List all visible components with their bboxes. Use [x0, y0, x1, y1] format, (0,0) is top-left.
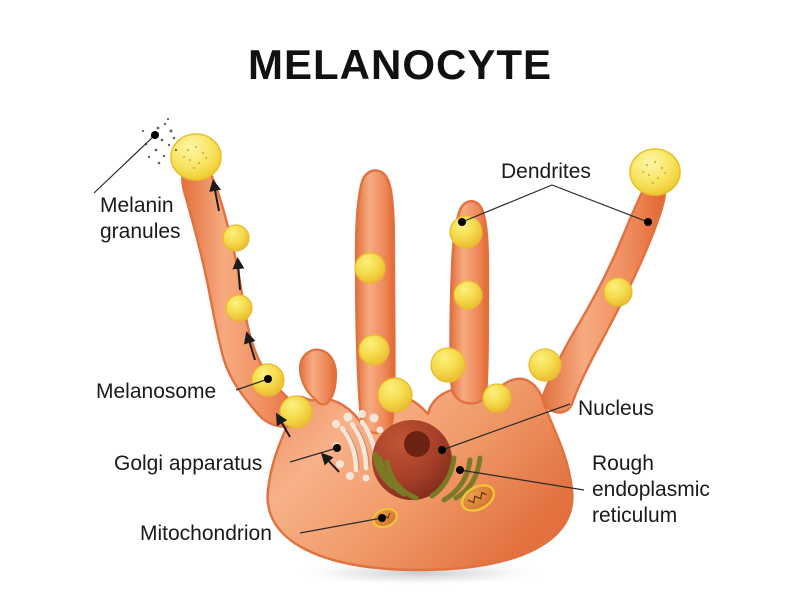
melanosomes	[222, 215, 633, 429]
melanosome	[603, 277, 633, 307]
melanosome	[225, 294, 253, 322]
nucleolus	[404, 431, 430, 457]
melanosome	[279, 395, 313, 429]
granule-tip-left	[170, 133, 222, 181]
leader-dot-dendrite-right	[644, 218, 652, 226]
melanosome	[358, 334, 390, 366]
rough-endoplasmic-reticulum-organelle	[372, 451, 483, 503]
melanosome	[482, 383, 512, 413]
label-rough-endoplasmic-reticulum: Rough endoplasmic reticulum	[592, 452, 716, 527]
melanosome	[430, 347, 466, 383]
granule-tip-right	[629, 148, 681, 196]
melanosome-transport-arrows	[209, 179, 340, 473]
granule-tip-speckles	[182, 145, 667, 185]
granule-tips	[170, 133, 681, 196]
leader-dot-rough-er	[456, 466, 464, 474]
melanosome	[377, 377, 413, 413]
melanosome	[528, 348, 562, 382]
leader-melanosome	[235, 378, 269, 391]
leader-dot-golgi-apparatus	[333, 444, 341, 452]
melanocyte-cell	[141, 117, 681, 572]
leader-golgi-apparatus	[289, 447, 338, 463]
leader-lines	[93, 131, 652, 534]
leader-dendrites	[461, 184, 649, 223]
label-mitochondrion: Mitochondrion	[140, 522, 272, 545]
dendrite-center-left	[354, 169, 396, 435]
label-dendrites: Dendrites	[501, 160, 591, 183]
melanosome	[222, 224, 250, 252]
leader-mitochondrion	[299, 517, 383, 534]
leader-dot-nucleus	[438, 446, 446, 454]
melanosome	[453, 280, 483, 310]
dendrite-right	[540, 177, 667, 414]
page-title: MELANOCYTE	[248, 41, 552, 88]
leader-nucleus	[441, 403, 571, 451]
leader-dot-mitochondrion	[378, 514, 386, 522]
leader-rough-er	[459, 469, 585, 491]
mitochondrion	[460, 484, 496, 512]
leader-dot-melanin-granules	[151, 131, 159, 139]
cell-drop-shadow	[290, 560, 550, 586]
melanosome	[354, 252, 386, 284]
dendrite-left-inner	[298, 348, 338, 406]
leader-dot-melanosome	[264, 375, 272, 383]
leader-melanin-granules	[93, 134, 156, 194]
leader-dot-dendrite-center-right	[458, 218, 466, 226]
label-nucleus: Nucleus	[578, 397, 654, 420]
label-melanosome: Melanosome	[96, 380, 216, 403]
label-melanin-granules: Melanin granules	[100, 194, 181, 243]
melanosome	[449, 215, 483, 249]
labels: Melanin granules Dendrites Melanosome Go…	[96, 160, 716, 545]
label-golgi-apparatus: Golgi apparatus	[114, 452, 262, 475]
